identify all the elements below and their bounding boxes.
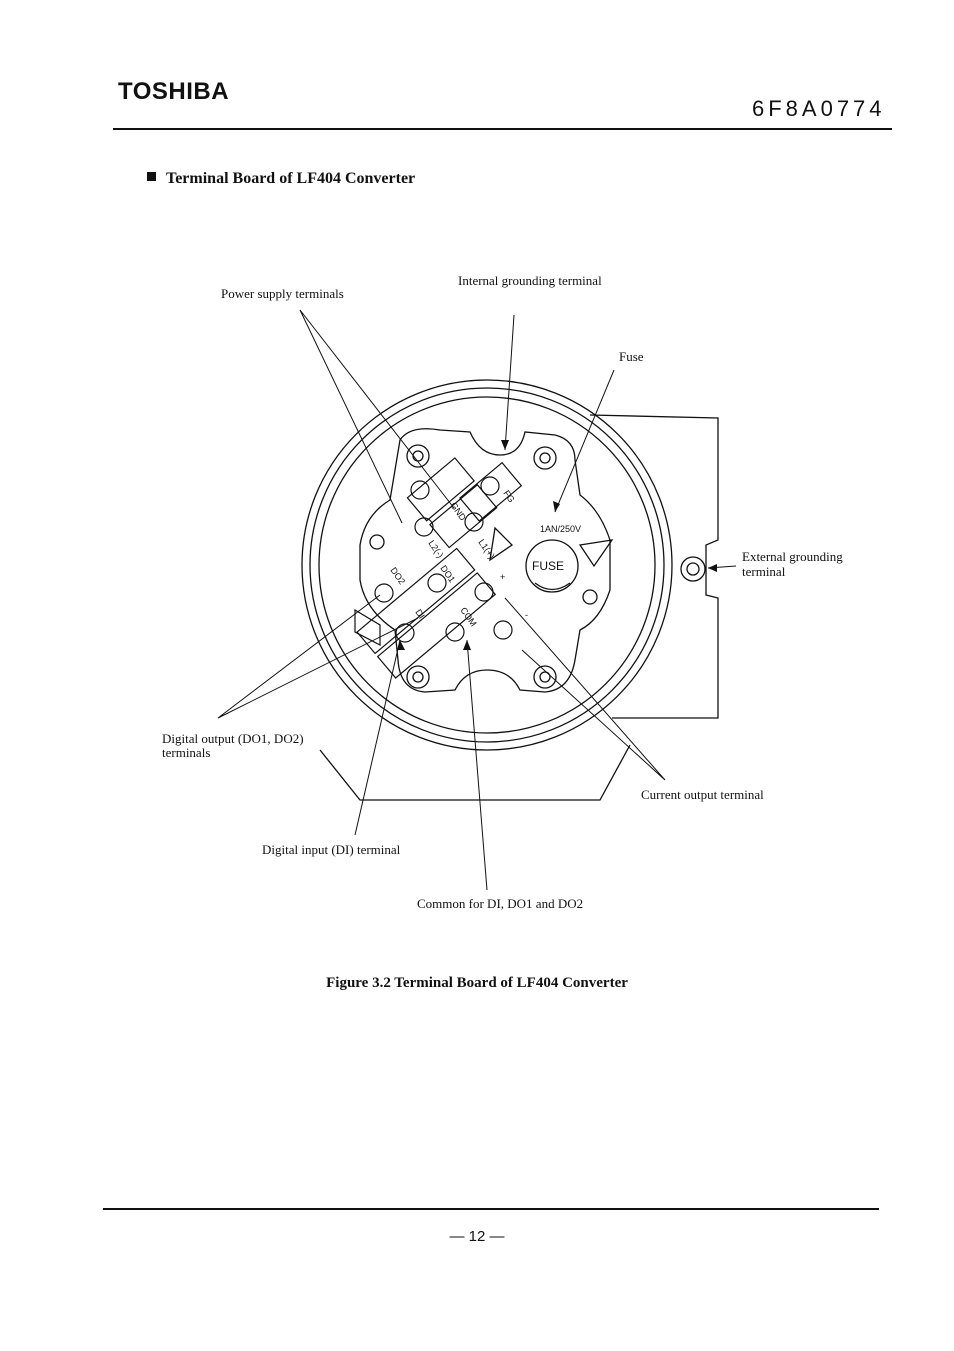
di-mark: DI <box>413 607 426 620</box>
fuse-rating-mark: 1AN/250V <box>540 524 581 534</box>
outer-ring-inner <box>309 387 665 743</box>
brand-logo: TOSHIBA <box>118 78 230 105</box>
label-common: Common for DI, DO1 and DO2 <box>417 896 584 911</box>
external-ground-screw <box>680 556 706 582</box>
leader-digital-output <box>217 594 419 719</box>
label-external-ground-1: External grounding <box>742 549 843 564</box>
leader-fuse <box>554 369 615 513</box>
leader-common <box>466 639 488 891</box>
housing-outline <box>589 414 719 719</box>
section-title: Terminal Board of LF404 Converter <box>147 170 415 188</box>
document-code: 6F8A0774 <box>752 96 886 121</box>
do1-mark: DO1 <box>438 563 457 584</box>
page-number: — 12 — <box>449 1228 505 1245</box>
leader-power <box>299 309 455 524</box>
fuse-holder <box>525 539 579 593</box>
hazard-triangle-icon <box>578 539 614 568</box>
mount-hole-tl <box>406 444 430 468</box>
fuse-arrow <box>534 582 571 591</box>
label-fuse: Fuse <box>619 349 644 364</box>
terminal-plate <box>359 428 611 693</box>
small-hole-left <box>369 534 385 550</box>
small-hole-right <box>582 589 598 605</box>
leader-internal-ground <box>504 314 515 451</box>
terminal-blocks <box>354 457 523 679</box>
figure-caption: Figure 3.2 Terminal Board of LF404 Conve… <box>326 975 628 991</box>
housing-bottom <box>319 744 631 801</box>
label-digital-output-1: Digital output (DO1, DO2) <box>162 731 304 746</box>
mount-hole-br <box>533 665 557 689</box>
label-external-ground-2: terminal <box>742 564 786 579</box>
leader-digital-input <box>354 639 401 836</box>
do2-mark: DO2 <box>388 565 407 586</box>
bullet-square-icon <box>147 172 156 181</box>
board-edge <box>318 396 656 734</box>
label-internal-ground: Internal grounding terminal <box>458 273 602 288</box>
l2-mark: L2(-) <box>426 538 445 559</box>
label-power-supply: Power supply terminals <box>221 286 344 301</box>
header-rule <box>113 128 892 130</box>
label-current-output: Current output terminal <box>641 787 764 802</box>
leader-current-output <box>504 597 666 781</box>
mount-hole-bl <box>406 665 430 689</box>
outer-ring <box>301 379 673 751</box>
warning-triangle-icon <box>489 526 514 562</box>
fuse-text-mark: FUSE <box>532 559 564 573</box>
footer-rule <box>103 1208 879 1210</box>
mount-hole-tr <box>533 446 557 470</box>
label-digital-output-2: terminals <box>162 745 211 760</box>
plus-mark: + <box>500 572 505 582</box>
section-title-text: Terminal Board of LF404 Converter <box>166 170 416 187</box>
label-digital-input: Digital input (DI) terminal <box>262 842 401 857</box>
minus-mark: - <box>525 610 528 620</box>
